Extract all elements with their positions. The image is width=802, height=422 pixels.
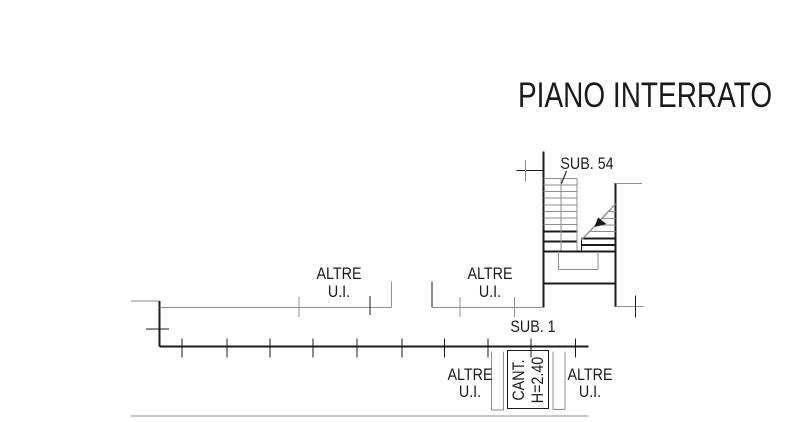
label-cellar-height: H=2.40 (528, 356, 547, 404)
label-line: ALTRE (467, 264, 513, 283)
label-line: U.I. (578, 382, 602, 401)
label-cellar-abbr: CANT. (509, 359, 528, 401)
label-line: U.I. (327, 281, 351, 301)
label-line: U.I. (458, 382, 482, 401)
label-line: ALTRE (567, 364, 613, 384)
staircase-group (516, 151, 644, 318)
label-altre-ui-upper-left: ALTRE U.I. (317, 265, 362, 300)
cellar-group (131, 349, 589, 417)
label-sub-1: SUB. 1 (510, 316, 556, 336)
page-title: PIANO INTERRATO (518, 76, 773, 115)
label-altre-ui-lower-right: ALTRE U.I. (567, 364, 613, 401)
label-altre-ui-upper-right: ALTRE U.I. (468, 265, 513, 300)
staircase-break-line-group (560, 170, 616, 241)
lower-boundary-group (159, 338, 589, 358)
stair-direction-arrow (594, 217, 607, 227)
sub54-leader-line (560, 170, 568, 184)
label-line: U.I. (478, 281, 502, 301)
cellar-box (506, 349, 550, 410)
label-sub-54: SUB. 54 (559, 153, 614, 173)
label-line: ALTRE (447, 364, 493, 384)
label-altre-ui-lower-left: ALTRE U.I. (447, 364, 493, 401)
upper-boundary-group (131, 281, 544, 347)
label-line: ALTRE (316, 264, 362, 283)
